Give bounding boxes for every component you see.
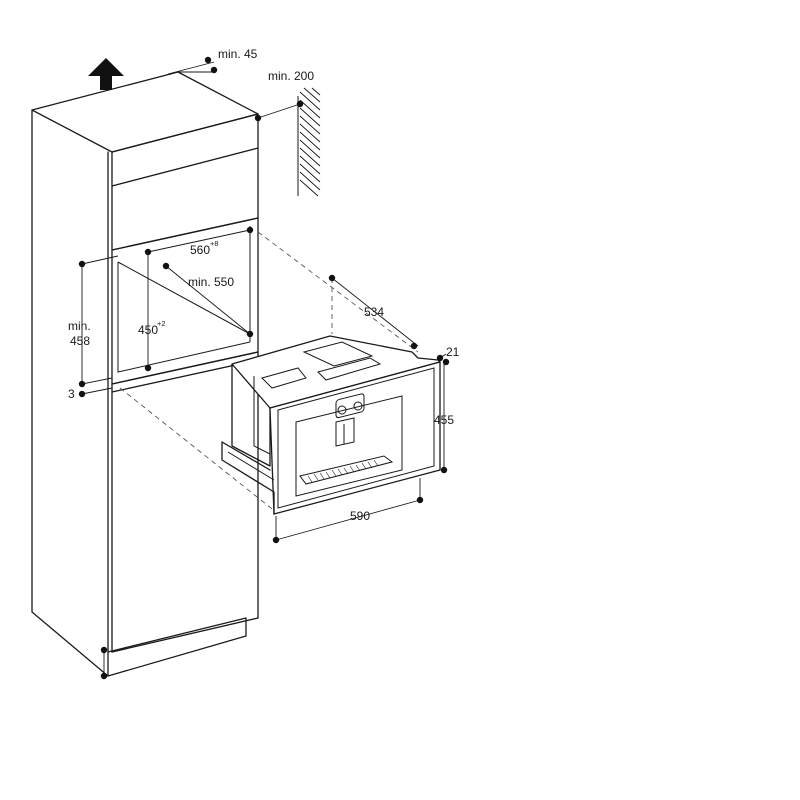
coffee-machine xyxy=(221,335,441,515)
machine-dimensions xyxy=(272,274,450,544)
label-base-gap: 3 xyxy=(68,387,75,401)
control-knob-icon xyxy=(337,401,363,415)
label-niche-height: 450 xyxy=(138,323,158,337)
dimension-labels: min. 45 min. 200 560 +8 min. 550 450 +2 … xyxy=(68,47,460,523)
label-device-height: 455 xyxy=(434,413,454,427)
label-niche-height-tolerance: +2 xyxy=(157,319,166,328)
ventilation-arrow-icon xyxy=(88,58,124,90)
label-niche-depth: min. 550 xyxy=(188,275,234,289)
label-cabinet-opening-value: 458 xyxy=(70,334,90,348)
label-device-depth: 534 xyxy=(364,305,384,319)
label-device-width: 590 xyxy=(350,509,370,523)
label-front-overhang: 21 xyxy=(446,345,460,359)
label-top-clearance: min. 45 xyxy=(218,47,258,61)
label-niche-width: 560 xyxy=(190,243,210,257)
label-cabinet-opening-min: min. xyxy=(68,319,91,333)
wall-hatch-icon xyxy=(297,87,321,197)
tall-cabinet xyxy=(31,71,259,677)
label-wall-clearance: min. 200 xyxy=(268,69,314,83)
label-niche-width-tolerance: +8 xyxy=(210,239,219,248)
cabinet-dimensions xyxy=(78,56,304,680)
